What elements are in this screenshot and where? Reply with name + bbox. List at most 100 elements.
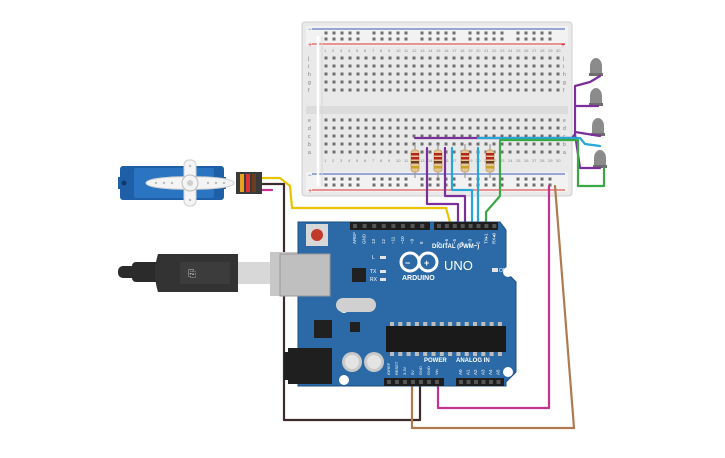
wire-cyan-pin5[interactable] <box>450 146 474 228</box>
wire-green-led[interactable] <box>498 138 606 188</box>
on-led-label: ON <box>499 268 507 274</box>
digital-pin[interactable] <box>420 224 425 228</box>
wire-dark-servo-ground[interactable] <box>260 182 422 422</box>
column-label: 17 <box>452 48 457 53</box>
breadboard-holes[interactable] <box>324 31 560 187</box>
digital-pin[interactable] <box>452 224 457 228</box>
digital-pin-label: 12 <box>381 238 386 244</box>
row-label: f <box>563 88 565 94</box>
digital-pin[interactable] <box>362 224 367 228</box>
wire-brown-gnd[interactable] <box>410 184 576 430</box>
column-label: 2 <box>332 48 335 53</box>
wire-purple-led4[interactable] <box>573 132 602 170</box>
digital-pin-label: RX◂0 <box>491 232 496 244</box>
analog-pin[interactable] <box>459 380 463 384</box>
digital-pin[interactable] <box>353 224 357 228</box>
column-label: 1 <box>324 48 327 53</box>
digital-pin[interactable] <box>460 224 465 228</box>
power-pin[interactable] <box>411 380 415 384</box>
power-pin[interactable] <box>435 380 439 384</box>
power-pin[interactable] <box>419 380 423 384</box>
digital-pin[interactable] <box>468 224 473 228</box>
analog-pin[interactable] <box>474 380 478 384</box>
digital-pin-label: 8 <box>419 241 424 244</box>
analog-pin[interactable] <box>489 380 493 384</box>
resistor-1[interactable] <box>410 144 420 178</box>
led-1[interactable] <box>589 58 603 76</box>
arduino-uno-board[interactable]: − + ARDUINO UNO DIGITAL (PWM~) POWER ANA… <box>279 221 517 387</box>
power-pin[interactable] <box>403 380 407 384</box>
wire-cyan-led[interactable] <box>476 136 602 148</box>
column-label: 16 <box>444 48 449 53</box>
rx-led-label: RX <box>370 277 378 283</box>
led-3[interactable] <box>591 118 605 136</box>
digital-pin[interactable] <box>476 224 481 228</box>
analog-pin-label: A3 <box>481 369 486 375</box>
power-pin[interactable] <box>395 380 399 384</box>
digital-pin[interactable] <box>391 224 396 228</box>
analog-pin-label: A1 <box>466 369 471 375</box>
column-label: 22 <box>492 158 497 163</box>
wire-purple-pin7[interactable] <box>425 146 460 228</box>
digital-pin[interactable] <box>372 224 377 228</box>
column-label: 15 <box>436 48 441 53</box>
digital-pin[interactable] <box>484 224 489 228</box>
analog-pin[interactable] <box>481 380 486 384</box>
digital-pin-label: ~5 <box>452 238 457 244</box>
column-label: 3 <box>340 158 343 163</box>
row-label: i <box>563 64 564 70</box>
column-label: 23 <box>500 48 505 53</box>
analog-pin[interactable] <box>466 380 471 384</box>
arduino-logo: − + <box>399 251 439 273</box>
wire-green-pin3[interactable] <box>484 140 502 228</box>
digital-pin[interactable] <box>381 224 386 228</box>
power-pin-label: RESET <box>394 361 399 375</box>
wire-purple-led3[interactable] <box>573 130 602 138</box>
board-model-label: UNO <box>444 258 473 273</box>
svg-text:+: + <box>561 42 565 49</box>
analog-pin[interactable] <box>496 380 501 384</box>
led-group[interactable] <box>589 58 607 168</box>
resistor-group[interactable] <box>410 144 495 178</box>
digital-pin[interactable] <box>492 224 497 228</box>
resistor-4[interactable] <box>485 144 495 178</box>
led-2[interactable] <box>589 88 603 106</box>
power-pin-label: Vin <box>434 369 439 375</box>
row-label: a <box>563 150 566 156</box>
column-label: 24 <box>508 158 513 163</box>
digital-pin[interactable] <box>410 224 415 228</box>
tx-led-label: TX <box>370 269 377 275</box>
column-label: 29 <box>548 48 553 53</box>
row-label: g <box>563 80 566 86</box>
wire-yellow-servo-signal[interactable] <box>260 176 453 228</box>
column-label: 9 <box>388 48 391 53</box>
svg-text:−: − <box>308 27 312 33</box>
column-label: 17 <box>452 158 457 163</box>
column-label: 28 <box>540 158 545 163</box>
led-4[interactable] <box>593 150 607 168</box>
power-pin[interactable] <box>427 380 431 384</box>
digital-pin[interactable] <box>401 224 405 228</box>
digital-pin-label: ~6 <box>444 238 449 244</box>
wire-magenta-5v[interactable] <box>436 184 551 410</box>
resistor-2[interactable] <box>433 144 443 178</box>
digital-pin[interactable] <box>437 224 441 228</box>
column-label: 22 <box>492 48 497 53</box>
servo-motor[interactable] <box>118 159 262 207</box>
row-label: j <box>307 56 309 62</box>
column-label: 21 <box>484 48 489 53</box>
wire-purple-pin6[interactable] <box>443 146 467 228</box>
resistor-3[interactable] <box>460 144 470 178</box>
column-label: 19 <box>468 48 473 53</box>
row-label: g <box>308 80 311 86</box>
digital-pin[interactable] <box>444 224 449 228</box>
svg-text:+: + <box>308 42 312 49</box>
column-label: 30 <box>556 158 561 163</box>
svg-text:−: − <box>561 27 565 33</box>
power-pin[interactable] <box>387 380 391 384</box>
